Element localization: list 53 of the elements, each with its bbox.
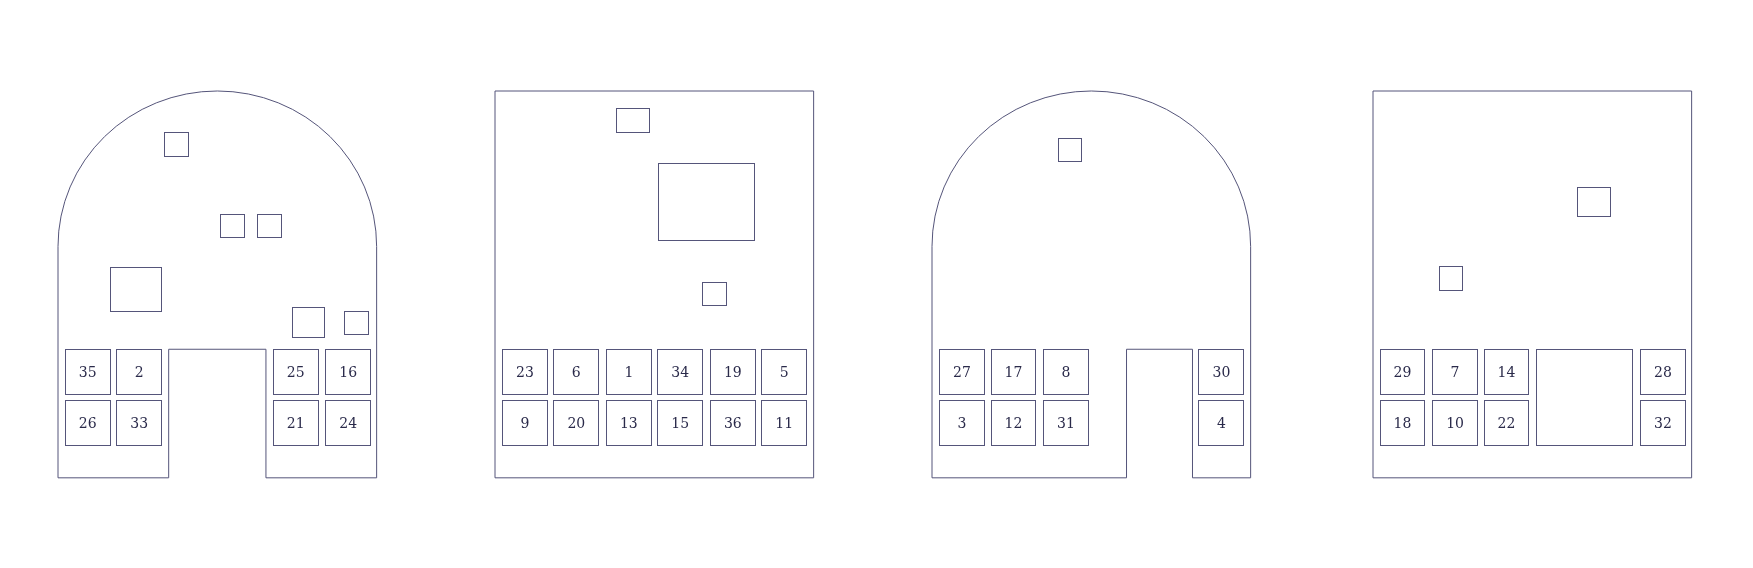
numbered-slot: 27 [939,348,985,395]
arch-outline [58,90,377,478]
numbered-slot: 2 [116,348,163,395]
numbered-slot: 28 [1640,348,1686,395]
numbered-slot: 3 [939,400,985,447]
empty-slot [344,310,369,336]
empty-slot [257,213,282,239]
empty-slot [616,108,650,133]
numbered-slot: 31 [1043,400,1089,447]
numbered-slot: 9 [501,400,548,447]
empty-slot [1577,186,1611,217]
frame-outline [1372,90,1692,478]
numbered-slot: 13 [605,400,652,447]
numbered-slot: 22 [1483,400,1530,447]
frame-outline [495,90,814,478]
numbered-slot: 29 [1379,348,1426,395]
numbered-slot: 35 [64,348,111,395]
numbered-slot: 5 [761,348,808,395]
empty-slot [164,131,189,157]
numbered-slot: 24 [325,400,372,447]
numbered-slot: 17 [990,348,1037,395]
empty-slot [1438,266,1464,291]
numbered-slot: 36 [709,400,756,447]
numbered-slot: 8 [1043,348,1089,395]
numbered-slot: 18 [1379,400,1426,447]
numbered-slot: 4 [1198,400,1245,447]
numbered-slot: 30 [1198,348,1245,395]
numbered-slot: 19 [709,348,756,395]
empty-slot [1536,348,1634,447]
empty-slot [658,163,755,242]
empty-slot [702,281,727,307]
arch-outline [932,90,1251,478]
numbered-slot: 1 [605,348,652,395]
empty-slot [291,307,326,338]
numbered-slot: 10 [1432,400,1478,447]
numbered-slot: 15 [657,400,704,447]
empty-slot [1057,137,1083,163]
numbered-slot: 14 [1483,348,1530,395]
numbered-slot: 12 [990,400,1037,447]
numbered-slot: 25 [272,348,319,395]
empty-slot [109,267,163,312]
numbered-slot: 6 [553,348,600,395]
numbered-slot: 26 [64,400,111,447]
numbered-slot: 34 [657,348,704,395]
empty-slot [220,213,245,239]
numbered-slot: 32 [1640,400,1686,447]
numbered-slot: 7 [1432,348,1478,395]
numbered-slot: 23 [501,348,548,395]
numbered-slot: 21 [272,400,319,447]
numbered-slot: 20 [553,400,600,447]
numbered-slot: 11 [761,400,808,447]
numbered-slot: 16 [325,348,372,395]
numbered-slot: 33 [116,400,163,447]
